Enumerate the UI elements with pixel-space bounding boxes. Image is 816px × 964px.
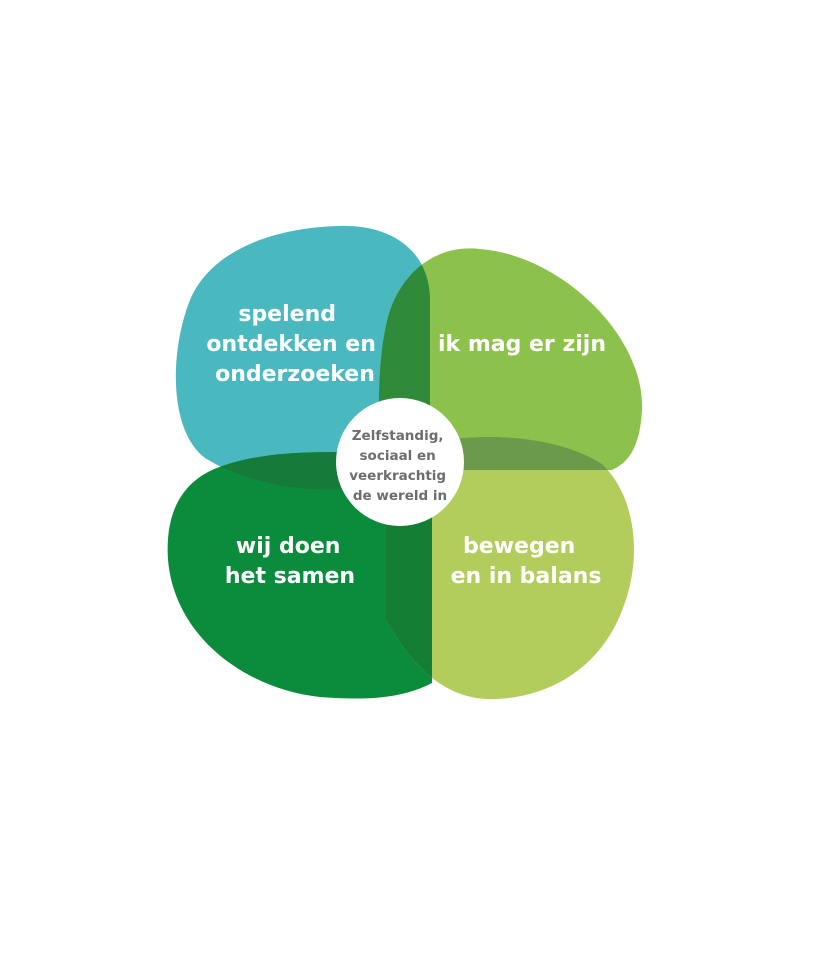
petal-label-bottom-right: bewegen en in balans <box>451 534 602 589</box>
petal-label-top-left: spelend ontdekken en onderzoeken <box>206 302 383 387</box>
petal-label-top-right: ik mag er zijn <box>438 332 606 357</box>
center-circle <box>336 398 464 526</box>
center-label: Zelfstandig, sociaal en veerkrachtig de … <box>349 428 451 504</box>
petal-label-bottom-left: wij doen het samen <box>225 534 355 589</box>
